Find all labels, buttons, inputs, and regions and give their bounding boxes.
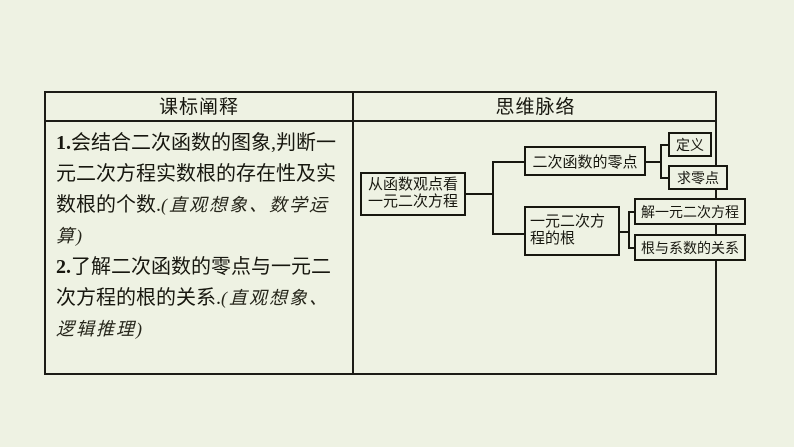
connector-zeros-bracket [660,144,662,178]
thinking-map-diagram: 从函数观点看 一元二次方程 二次函数的零点 一元二次方 程的根 定义 求零点 解… [354,122,746,373]
connector-roots-stem [620,231,630,233]
header-cell-standard-explanation: 课标阐释 [158,97,239,118]
connector-zeros-stem [646,161,662,163]
node-definition: 定义 [668,132,712,157]
objective-item-2: 2.了解二次函数的零点与一元二次方程的根的关系.(直观想象、逻辑推理) [56,252,344,345]
objective-2-main: 了解二次函数的零点与一元二次方程的根的关系. [56,256,331,309]
node-root-line1: 从函数观点看 [367,177,458,193]
node-root-coefficient-relation: 根与系数的关系 [634,234,746,261]
connector-to-relation [628,247,636,249]
objective-1-note: (直观想象、数学运算) [56,195,329,246]
node-roots-line2: 程的根 [530,231,576,247]
objective-2-note: (直观想象、逻辑推理) [56,288,329,339]
objective-1-main: 会结合二次函数的图象,判断一元二次方程实数根的存在性及实数根的个数. [56,132,336,216]
header-cell-thinking-map: 思维脉络 [495,97,576,118]
connector-to-find-zeros [660,177,670,179]
connector-to-solve [628,211,636,213]
content-table: 课标阐释 思维脉络 1.会结合二次函数的图象,判断一元二次方程实数根的存在性及实… [44,91,746,375]
connector-root-bracket [492,161,494,235]
connector-root-stem [466,193,492,195]
table-header-row [46,93,715,122]
node-root-line2: 一元二次方程 [367,194,458,210]
objective-item-1: 1.会结合二次函数的图象,判断一元二次方程实数根的存在性及实数根的个数.(直观想… [56,128,344,252]
connector-to-roots [492,233,524,235]
connector-to-zeros [492,161,524,163]
node-quadratic-equation-roots: 一元二次方 程的根 [524,206,620,256]
node-root: 从函数观点看 一元二次方程 [360,172,466,216]
connector-to-definition [660,144,670,146]
standard-explanation-body: 1.会结合二次函数的图象,判断一元二次方程实数根的存在性及实数根的个数.(直观想… [46,122,352,373]
objective-1-index: 1. [56,132,71,154]
objective-2-index: 2. [56,256,71,278]
column-divider [352,93,354,373]
node-find-zeros: 求零点 [668,165,728,190]
node-roots-line1: 一元二次方 [530,214,606,230]
node-solve-quadratic-equation: 解一元二次方程 [634,198,746,225]
connector-roots-bracket [628,211,630,249]
node-quadratic-function-zeros: 二次函数的零点 [524,146,646,176]
